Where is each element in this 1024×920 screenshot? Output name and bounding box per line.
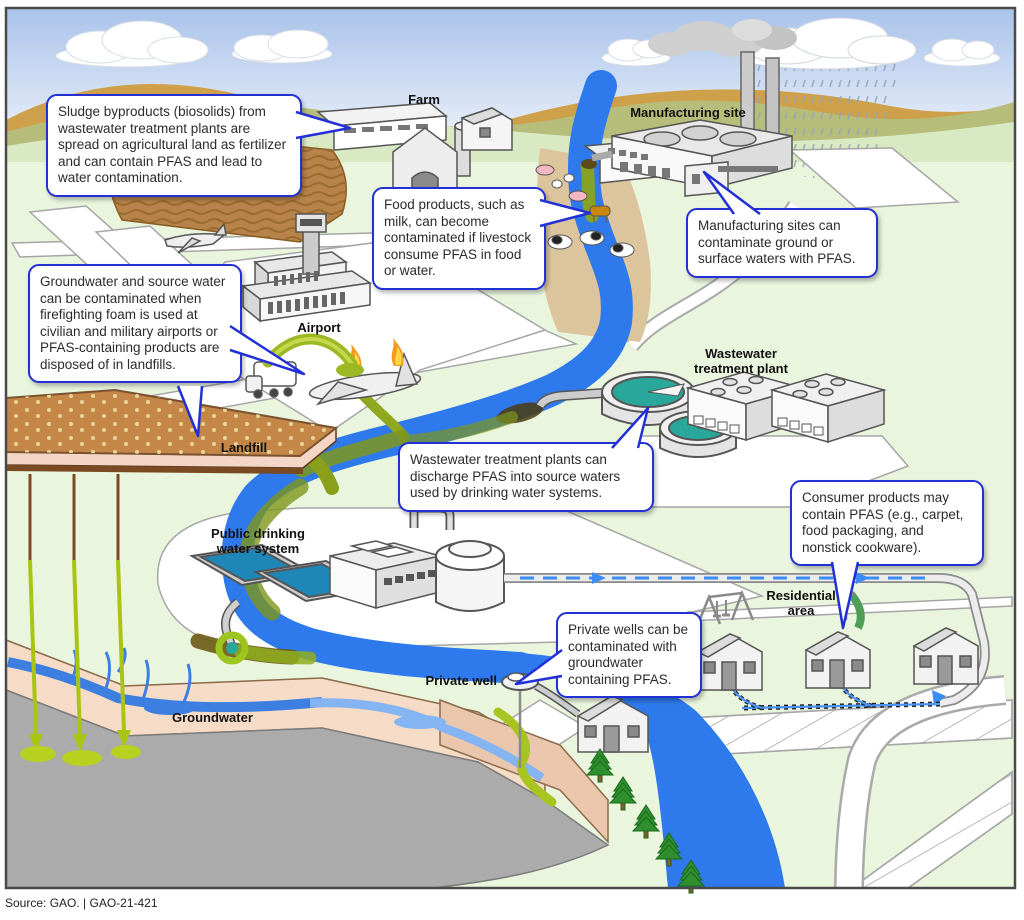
label-public-water-line2: water system bbox=[216, 541, 300, 556]
leachate-arrows bbox=[20, 474, 141, 766]
playground-swing bbox=[696, 589, 755, 625]
label-wastewater-line2: treatment plant bbox=[694, 361, 788, 376]
aquifer-veins bbox=[7, 647, 545, 782]
callout-private-wells: Private wells can be contaminated with g… bbox=[556, 612, 702, 698]
callout-food-products: Food products, such as milk, can become … bbox=[372, 187, 546, 290]
manufacturing-site bbox=[582, 19, 797, 197]
label-private-well: Private well bbox=[425, 673, 497, 688]
label-airport: Airport bbox=[297, 320, 341, 335]
label-manufacturing-site: Manufacturing site bbox=[630, 105, 746, 120]
illustration-border bbox=[4, 6, 1017, 890]
intake-contamination-ring bbox=[215, 631, 249, 665]
callout-consumer-products: Consumer products may contain PFAS (e.g.… bbox=[790, 480, 984, 566]
house bbox=[912, 627, 979, 685]
dairy-cows bbox=[547, 230, 635, 258]
label-farm: Farm bbox=[408, 92, 440, 107]
private-house bbox=[576, 695, 649, 753]
callout-wastewater: Wastewater treatment plants can discharg… bbox=[398, 442, 654, 512]
house bbox=[696, 633, 763, 691]
label-groundwater: Groundwater bbox=[172, 710, 253, 725]
fire-truck bbox=[245, 361, 297, 399]
callout-firefighting-landfill: Groundwater and source water can be cont… bbox=[28, 264, 242, 383]
well-contamination-vein bbox=[493, 707, 557, 807]
flying-plane bbox=[164, 222, 227, 254]
private-well-scene bbox=[501, 672, 706, 894]
label-landfill: Landfill bbox=[220, 440, 268, 455]
livestock bbox=[535, 164, 635, 258]
groundwater-cross-section bbox=[5, 638, 610, 889]
label-public-water-line1: Public drinking bbox=[211, 526, 305, 541]
burning-plane bbox=[308, 351, 422, 406]
house bbox=[804, 631, 871, 689]
factory-discharge-pipe bbox=[591, 150, 613, 162]
pine-trees bbox=[585, 748, 706, 894]
label-residential-line2: area bbox=[787, 603, 815, 618]
airport bbox=[164, 213, 373, 323]
source-line: Source: GAO. | GAO-21-421 bbox=[5, 896, 158, 910]
label-wastewater-line1: Wastewater bbox=[705, 346, 777, 361]
label-residential-line1: Residential bbox=[766, 588, 836, 603]
callout-sludge-biosolids: Sludge byproducts (biosolids) from waste… bbox=[46, 94, 302, 197]
callout-manufacturing: Manufacturing sites can contaminate grou… bbox=[686, 208, 878, 278]
farm-buildings bbox=[316, 102, 513, 201]
landfill bbox=[5, 388, 339, 766]
smoke bbox=[648, 19, 797, 57]
public-drinking-water-system bbox=[189, 503, 505, 665]
firefighting-scene bbox=[245, 333, 422, 406]
clouds bbox=[55, 17, 1001, 186]
